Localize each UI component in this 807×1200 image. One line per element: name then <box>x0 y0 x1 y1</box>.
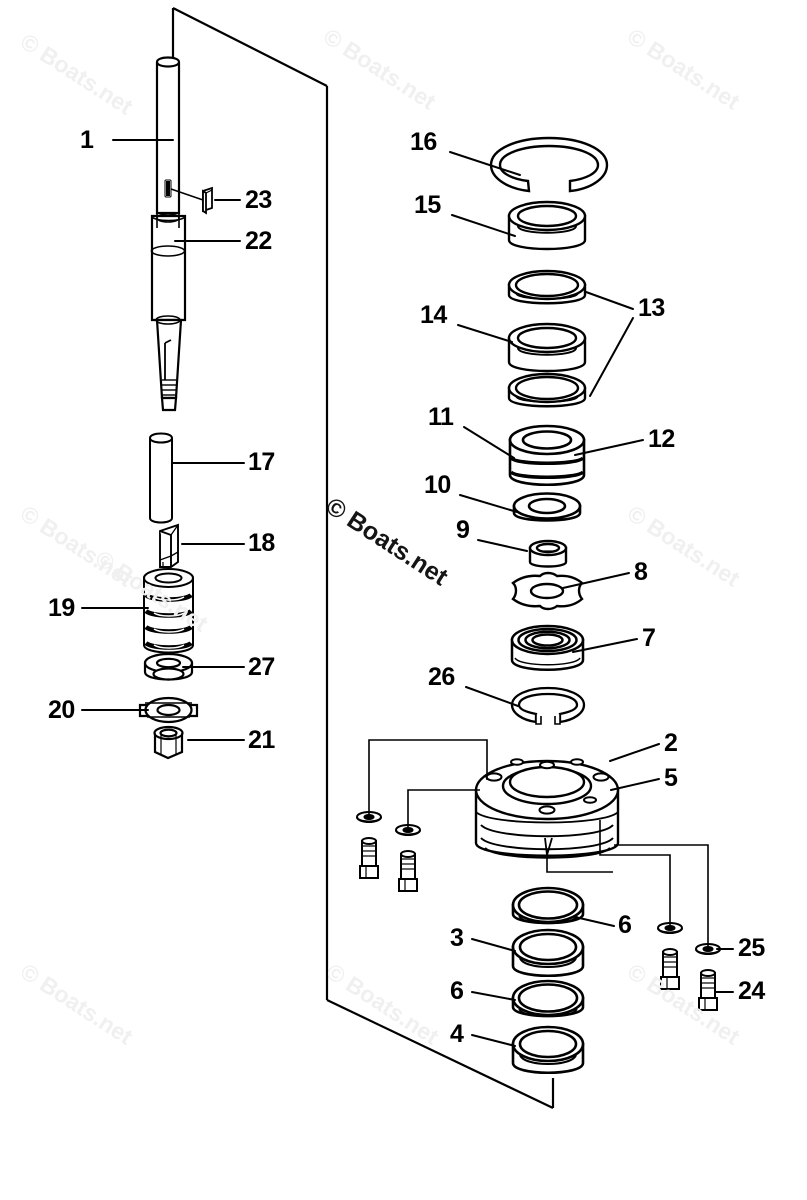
callout-number-22[interactable]: 22 <box>245 227 272 255</box>
part-6-o-ring-lower <box>511 979 585 1018</box>
leader-line-2 <box>609 743 660 762</box>
leader-line-16 <box>449 151 521 176</box>
leader-line-7 <box>572 638 638 653</box>
callout-number-15[interactable]: 15 <box>414 191 441 219</box>
callout-number-26[interactable]: 26 <box>428 663 455 691</box>
callout-number-3[interactable]: 3 <box>450 924 464 952</box>
part-24-hex-bolt-4 <box>698 969 718 1011</box>
leader-line-3 <box>471 938 516 952</box>
callout-number-5[interactable]: 5 <box>664 764 678 792</box>
leader-line-6a <box>574 916 615 927</box>
callout-number-1[interactable]: 1 <box>80 126 94 154</box>
callout-number-13[interactable]: 13 <box>638 294 665 322</box>
leader-line-4 <box>471 1034 516 1047</box>
part-2-swivel-bracket-housing <box>474 759 620 857</box>
part-6-o-ring-upper <box>511 886 585 925</box>
part-10-flat-washer <box>512 492 582 522</box>
callout-number-6a[interactable]: 6 <box>618 911 632 939</box>
part-16-retaining-snap-ring <box>489 136 609 193</box>
callout-number-4[interactable]: 4 <box>450 1020 464 1048</box>
callout-number-23[interactable]: 23 <box>245 186 272 214</box>
housing-bolt-holes <box>485 758 610 815</box>
callout-number-17[interactable]: 17 <box>248 448 275 476</box>
callout-number-20[interactable]: 20 <box>48 696 75 724</box>
part-13-thrust-washer-lower <box>507 372 587 408</box>
leader-23-inner <box>170 188 204 201</box>
leader-line-6b <box>471 991 516 1001</box>
leader-line-15 <box>451 214 516 237</box>
leader-line-13b <box>589 317 634 397</box>
leader-line-12 <box>574 439 644 456</box>
callout-number-11[interactable]: 11 <box>428 403 454 431</box>
callout-number-19[interactable]: 19 <box>48 594 75 622</box>
seal-stack-bands <box>509 456 585 479</box>
callout-number-9[interactable]: 9 <box>456 516 470 544</box>
callout-number-27[interactable]: 27 <box>248 653 275 681</box>
callout-number-7[interactable]: 7 <box>642 624 656 652</box>
part-3-bearing-race-upper <box>511 928 585 978</box>
part-21-lock-nut <box>153 725 184 760</box>
callout-leader-lines <box>81 139 734 1047</box>
callout-number-2[interactable]: 2 <box>664 729 678 757</box>
assembly-bracket-outline <box>171 7 555 1109</box>
callout-number-6b[interactable]: 6 <box>450 977 464 1005</box>
callout-number-18[interactable]: 18 <box>248 529 275 557</box>
leader-line-8 <box>562 572 630 589</box>
leader-line-14 <box>457 324 513 343</box>
leader-line-10 <box>459 494 518 513</box>
bolt-hanger-leaders <box>368 739 709 949</box>
leader-line-26 <box>465 686 519 707</box>
leader-line-9 <box>477 539 528 552</box>
part-27-spring-seat-washer <box>143 652 194 681</box>
spring-coil-highlights <box>153 596 185 649</box>
callout-number-12[interactable]: 12 <box>648 425 675 453</box>
callout-number-10[interactable]: 10 <box>424 471 451 499</box>
part-23-roll-pin <box>202 186 213 215</box>
part-17-dowel-pin <box>149 432 173 524</box>
part-24-hex-bolt-1 <box>359 837 379 879</box>
part-1-shaft-details <box>150 213 186 396</box>
part-1-steering-shaft <box>150 56 187 412</box>
part-15-bushing-sleeve-upper <box>507 200 587 251</box>
part-19-coil-spring <box>143 568 194 654</box>
part-18-woodruff-key <box>159 523 179 568</box>
callout-number-8[interactable]: 8 <box>634 558 648 586</box>
part-14-bushing-sleeve <box>507 322 587 373</box>
leader-line-13 <box>585 291 634 310</box>
part-4-bearing-race-lower <box>511 1025 585 1075</box>
callout-number-21[interactable]: 21 <box>248 726 275 754</box>
callout-number-16[interactable]: 16 <box>410 128 437 156</box>
shaft-keyway-slot <box>164 179 172 198</box>
part-8-lock-tab-washer <box>511 571 584 611</box>
part-13-thrust-washer-upper <box>507 269 587 305</box>
callout-number-24[interactable]: 24 <box>738 977 765 1005</box>
part-26-snap-ring <box>510 686 586 725</box>
part-24-hex-bolt-3 <box>660 948 680 990</box>
part-9-spacer-bushing <box>528 539 568 568</box>
part-7-ball-bearing <box>510 624 585 671</box>
leader-line-5 <box>610 778 660 791</box>
callout-number-25[interactable]: 25 <box>738 934 765 962</box>
leader-line-11 <box>463 426 515 459</box>
part-24-hex-bolt-2 <box>398 850 418 892</box>
callout-number-14[interactable]: 14 <box>420 301 447 329</box>
